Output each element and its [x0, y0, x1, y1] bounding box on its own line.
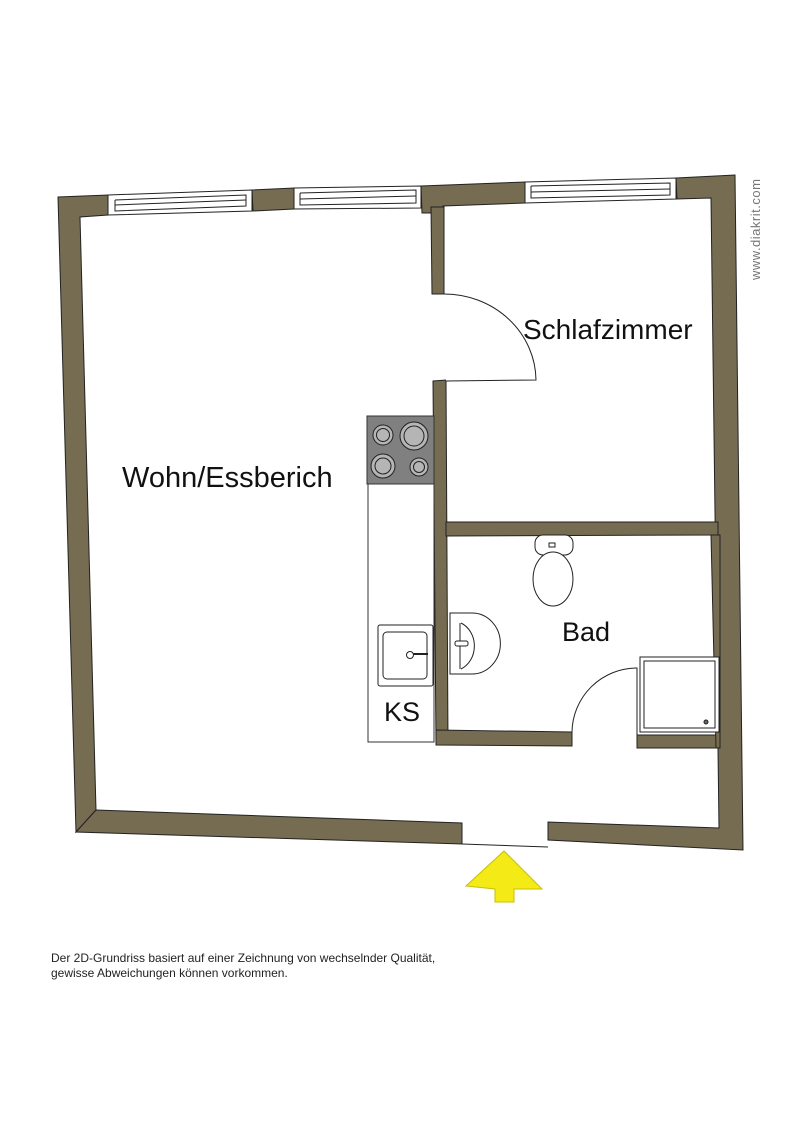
washbasin-icon: [449, 612, 501, 675]
disclaimer: Der 2D-Grundriss basiert auf einer Zeich…: [51, 951, 435, 981]
bathroom-door[interactable]: [571, 667, 638, 735]
entrance-arrow-icon: [464, 850, 544, 903]
room-label-bad: Bad: [562, 617, 611, 647]
disclaimer-line-1: Der 2D-Grundriss basiert auf einer Zeich…: [51, 951, 436, 965]
disclaimer-line-2: gewisse Abweichungen können vorkommen.: [51, 966, 288, 980]
stove-icon: [366, 415, 435, 485]
room-label-wohn: Wohn/Essberich: [122, 462, 333, 494]
toilet-icon: [532, 534, 574, 607]
room-label-ks: KS: [384, 697, 421, 727]
bedroom-door[interactable]: [443, 293, 537, 382]
watermark: www.diakrit.com: [748, 178, 763, 280]
shower-icon: [639, 656, 720, 733]
room-label-schlaf: Schlafzimmer: [523, 314, 693, 345]
kitchen-sink-icon: [377, 624, 434, 687]
walls: [57, 174, 744, 851]
windows: [107, 177, 677, 216]
